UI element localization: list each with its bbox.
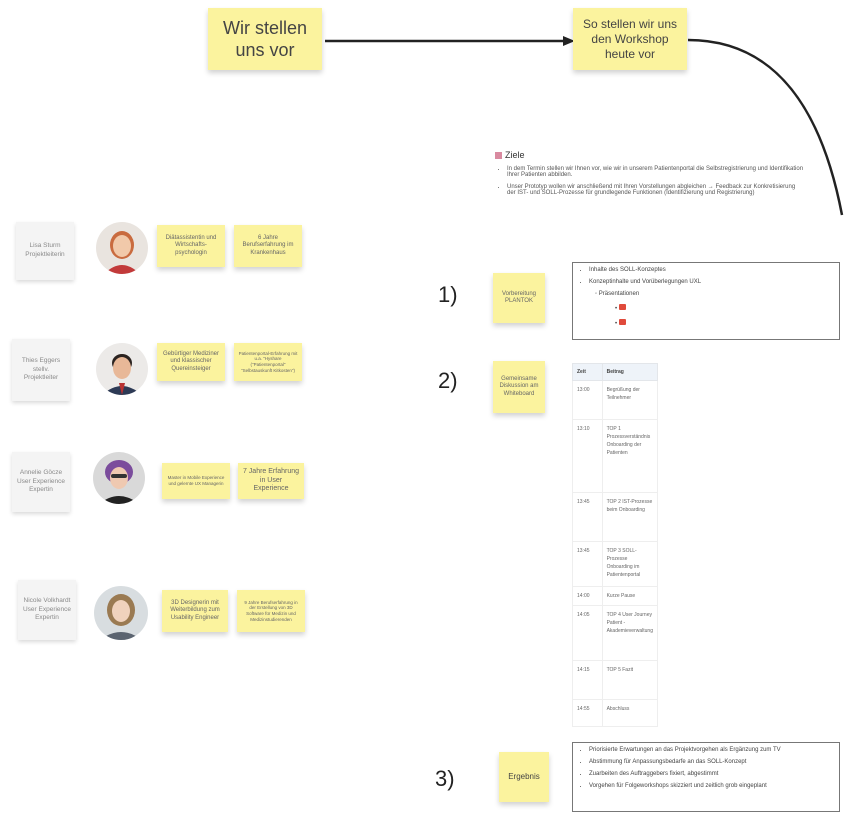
sticky-note-intro[interactable]: Wir stellen uns vor	[208, 8, 322, 70]
ziele-section: Ziele In dem Termin stellen wir Ihnen vo…	[495, 150, 805, 202]
column-header: Beitrag	[601, 363, 659, 381]
person-name-card[interactable]: Annelie Göcze User Experience Expertin	[12, 452, 70, 512]
box-item: Konzeptinhalte und Vorüberlegungen UXL	[589, 279, 839, 285]
pdf-icon[interactable]	[618, 319, 626, 325]
result-item: Zuarbeiten des Auftraggebers fixiert, ab…	[589, 771, 839, 777]
avatar	[93, 452, 145, 504]
sticky-note-experience[interactable]: 6 Jahre Berufserfahrung im Krankenhaus	[234, 225, 302, 267]
ziele-title: Ziele	[505, 150, 525, 160]
sticky-note-step-2[interactable]: Gemeinsame Diskussion am Whiteboard	[493, 361, 545, 413]
sticky-note-experience[interactable]: 7 Jahre Erfahrung in User Experience	[238, 463, 304, 499]
ziele-item: Unser Prototyp wollen wir anschließend m…	[507, 184, 805, 196]
box-item: Inhalte des SOLL-Konzeptes	[589, 267, 839, 273]
person-name-card[interactable]: Nicole Volkhardt User Experience Experti…	[18, 580, 76, 640]
step-number: 2)	[438, 368, 458, 393]
sticky-note-experience[interactable]: 9 Jahre Berufserfahrung in der Erstellun…	[237, 590, 305, 632]
presentations-label: ◦ Präsentationen	[595, 291, 640, 297]
result-item: Vorgehen für Folgeworkshops skizziert un…	[589, 783, 839, 789]
person-name-card[interactable]: Thies Eggers stellv. Projektleiter	[12, 339, 70, 401]
result-item: Priorisierte Erwartungen an das Projektv…	[589, 747, 839, 753]
sticky-note-experience[interactable]: Patientenportal-Erfahrung mit u.a. "Hysh…	[234, 343, 302, 381]
result-item: Abstimmung für Anpassungsbedarfe an das …	[589, 759, 839, 765]
step-number: 3)	[435, 766, 455, 791]
ziele-item: In dem Termin stellen wir Ihnen vor, wie…	[507, 166, 805, 178]
sticky-note-text: So stellen wir uns den Workshop heute vo…	[582, 16, 678, 61]
avatar	[96, 343, 148, 395]
sticky-note-background[interactable]: Diätassistentin und Wirtschafts-psycholo…	[157, 225, 225, 267]
avatar	[96, 222, 148, 274]
sticky-note-step-3[interactable]: Ergebnis	[499, 752, 549, 802]
sticky-note-background[interactable]: 3D Designerin mit Weiterbildung zum Usab…	[162, 590, 228, 632]
sticky-note-workshop[interactable]: So stellen wir uns den Workshop heute vo…	[573, 8, 687, 70]
step-number: 1)	[438, 282, 458, 307]
sticky-note-step-1[interactable]: Vorbereitung PLANTOK	[493, 273, 545, 323]
result-box: Priorisierte Erwartungen an das Projektv…	[572, 742, 840, 812]
pdf-icon[interactable]	[618, 304, 626, 310]
sticky-note-background[interactable]: Gebürtiger Mediziner und klassischer Que…	[157, 343, 225, 381]
avatar	[94, 586, 148, 640]
preparation-box: Inhalte des SOLL-Konzeptes Konzeptinhalt…	[572, 262, 840, 340]
sticky-note-background[interactable]: Master in Mobile Experience und gelernte…	[162, 463, 230, 499]
target-icon	[495, 152, 502, 160]
person-name-card[interactable]: Lisa Sturm Projektleiterin	[16, 222, 74, 280]
sticky-note-text: Wir stellen uns vor	[222, 17, 307, 61]
column-header: Zeit	[572, 363, 603, 381]
